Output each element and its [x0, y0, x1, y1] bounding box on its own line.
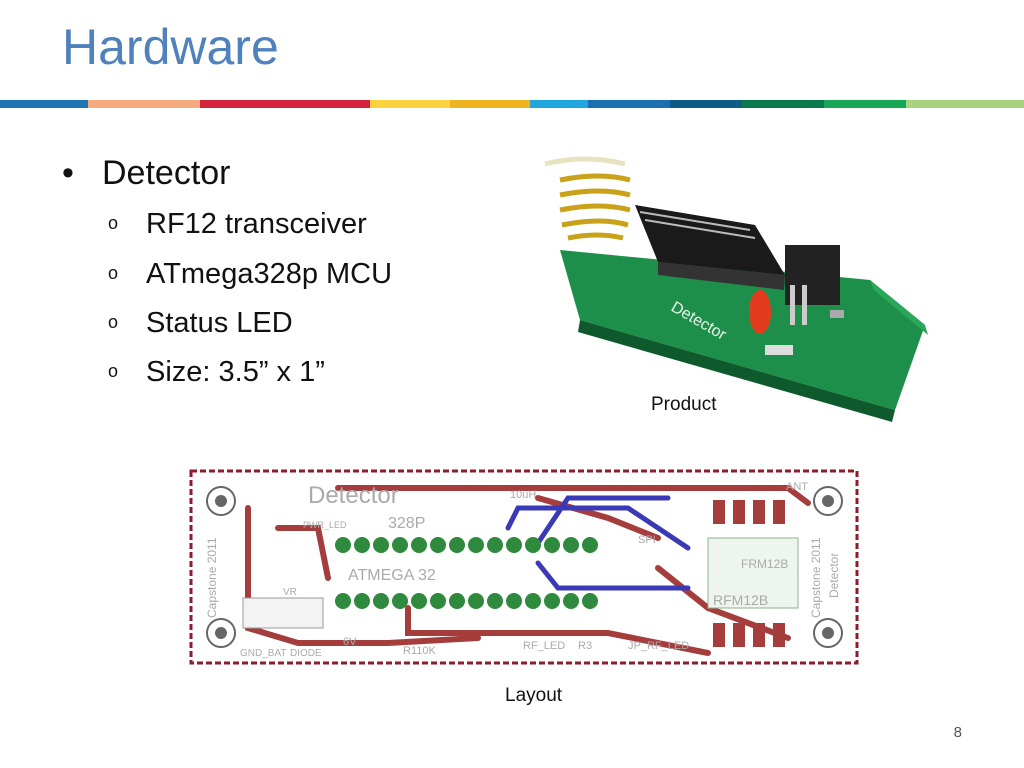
circle-bullet-icon: o [108, 311, 119, 332]
ic-pad [430, 537, 446, 553]
product-caption: Product [651, 394, 717, 415]
pcb-label-radio-a: FRM12B [741, 557, 788, 571]
layout-caption: Layout [505, 685, 563, 706]
rule-segment [88, 100, 200, 108]
rule-segment [906, 100, 1024, 108]
title-divider [0, 100, 1024, 108]
ic-pad [354, 537, 370, 553]
sub-bullet-item: o Status LED [108, 307, 293, 340]
ic-pad [525, 537, 541, 553]
ic-pad [411, 593, 427, 609]
pcb-label-gnd-bat: GND_BAT [240, 648, 287, 659]
bullet-dot-icon: • [62, 154, 74, 192]
ic-pad [506, 537, 522, 553]
rule-segment [530, 100, 588, 108]
sub-bullet-text: RF12 transceiver [146, 208, 367, 240]
ic-pad [411, 537, 427, 553]
ic-pad [354, 593, 370, 609]
ic-pad [392, 537, 408, 553]
sub-bullet-item: o RF12 transceiver [108, 208, 367, 241]
sub-bullet-text: ATmega328p MCU [146, 258, 393, 290]
circle-bullet-icon: o [108, 212, 119, 233]
pcb-label-capstone-right: Capstone 2011 [809, 537, 823, 618]
rule-segment [742, 100, 824, 108]
rule-segment [588, 100, 670, 108]
rule-segment [0, 100, 88, 108]
ic-pad [392, 593, 408, 609]
ic-pad [544, 537, 560, 553]
ic-pad [373, 537, 389, 553]
pcb-label-spi: SPI [638, 534, 656, 546]
pcb-label-pwr-led: PWR_LED [303, 520, 347, 530]
ic-pad [468, 593, 484, 609]
pcb-label-6v: 6V [343, 636, 357, 648]
pcb-label-vr: VR [283, 587, 297, 598]
ic-pad [335, 593, 351, 609]
rule-segment [824, 100, 906, 108]
sub-bullet-item: o Size: 3.5” x 1” [108, 356, 325, 389]
sub-bullet-text: Status LED [146, 307, 293, 339]
ic-pad [525, 593, 541, 609]
ic-pad [506, 593, 522, 609]
ic-pad [449, 537, 465, 553]
ic-pad [582, 537, 598, 553]
circle-bullet-icon: o [108, 262, 119, 283]
pcb-label-inductor: 10uH [510, 489, 536, 501]
pcb-label-capstone-left: Capstone 2011 [205, 537, 219, 618]
slide-title: Hardware [62, 19, 279, 75]
rule-segment [282, 100, 370, 108]
circle-bullet-icon: o [108, 360, 119, 381]
pcb-layout-diagram: Detector 328P ATMEGA 32 10uH ANT FRM12B … [189, 469, 859, 665]
pcb-label-mcu-b: ATMEGA 32 [348, 567, 436, 584]
ic-pad [563, 537, 579, 553]
ic-pad [468, 537, 484, 553]
sub-bullet-text: Size: 3.5” x 1” [146, 356, 325, 388]
ic-pad [487, 537, 503, 553]
pcb-board-name: Detector [308, 482, 399, 509]
pcb-label-mcu-a: 328P [388, 515, 425, 532]
bullet-text: Detector [102, 154, 231, 192]
sub-bullet-item: o ATmega328p MCU [108, 258, 392, 291]
pcb-label-jp-rf-led: JP_RF_LED [628, 640, 689, 652]
ic-pad [563, 593, 579, 609]
rule-segment [450, 100, 530, 108]
product-photo: Detector [540, 150, 940, 430]
pcb-label-radio-b: RFM12B [713, 592, 768, 608]
bullet-detector: • Detector [62, 154, 231, 193]
pcb-label-rf-led: RF_LED [523, 640, 565, 652]
pcb-label-r3: R3 [578, 640, 592, 652]
page-number: 8 [953, 724, 962, 741]
pcb-label-antenna: ANT [786, 481, 808, 493]
rule-segment [200, 100, 282, 108]
mounting-hole-icon [206, 486, 843, 648]
pcb-label-diode: DIODE [290, 648, 322, 659]
rule-segment [370, 100, 450, 108]
pcb-label-r110k: R110K [403, 645, 436, 657]
rule-segment [670, 100, 742, 108]
ic-pad [430, 593, 446, 609]
ic-pad [449, 593, 465, 609]
pcb-label-detector-right: Detector [827, 553, 841, 598]
ic-pad [373, 593, 389, 609]
ic-pad [582, 593, 598, 609]
ic-pad [487, 593, 503, 609]
ic-pad [544, 593, 560, 609]
ic-pad [335, 537, 351, 553]
